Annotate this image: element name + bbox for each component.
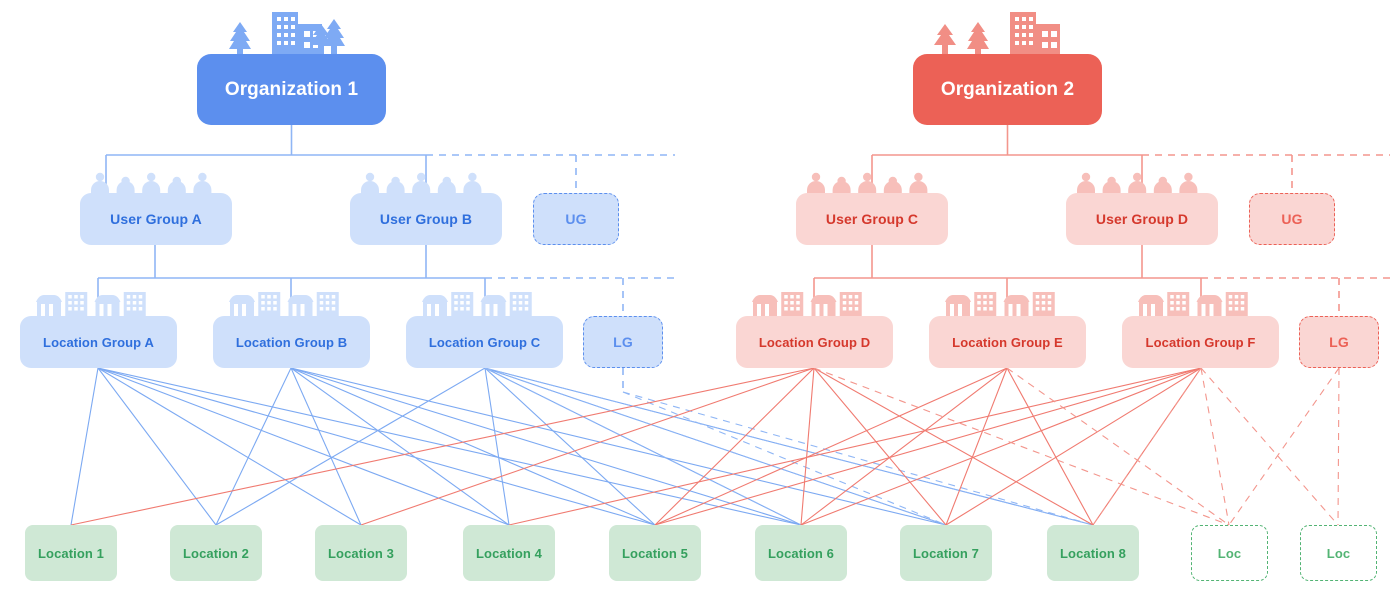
people-group-icon xyxy=(806,171,938,195)
trees-city-icon xyxy=(960,10,1100,56)
location-node-loc1[interactable]: Location 1 xyxy=(25,525,117,581)
location-group-node-lgf[interactable]: Location Group F xyxy=(1122,316,1279,368)
user-group-node-ugd[interactable]: User Group D xyxy=(1066,193,1218,245)
location-placeholder-loc-ghost-1[interactable]: Loc xyxy=(1191,525,1268,581)
organization-node-org2[interactable]: Organization 2 xyxy=(913,54,1102,125)
location-group-node-lgd[interactable]: Location Group D xyxy=(736,316,893,368)
shops-buildings-icon xyxy=(32,288,165,318)
location-node-loc4[interactable]: Location 4 xyxy=(463,525,555,581)
organization-node-org1[interactable]: Organization 1 xyxy=(197,54,386,125)
location-node-loc2[interactable]: Location 2 xyxy=(170,525,262,581)
location-group-node-lgc[interactable]: Location Group C xyxy=(406,316,563,368)
location-group-node-lge[interactable]: Location Group E xyxy=(929,316,1086,368)
city-trees-icon xyxy=(222,10,362,56)
shops-buildings-icon xyxy=(418,288,551,318)
location-group-placeholder-lg-ghost-2[interactable]: LG xyxy=(1299,316,1379,368)
location-node-loc5[interactable]: Location 5 xyxy=(609,525,701,581)
shops-buildings-icon xyxy=(748,288,881,318)
people-group-icon xyxy=(360,171,492,195)
user-group-placeholder-ug-ghost-1[interactable]: UG xyxy=(533,193,619,245)
location-node-loc6[interactable]: Location 6 xyxy=(755,525,847,581)
location-node-loc8[interactable]: Location 8 xyxy=(1047,525,1139,581)
location-placeholder-loc-ghost-2[interactable]: Loc xyxy=(1300,525,1377,581)
location-node-loc7[interactable]: Location 7 xyxy=(900,525,992,581)
shops-buildings-icon xyxy=(1134,288,1267,318)
user-group-placeholder-ug-ghost-2[interactable]: UG xyxy=(1249,193,1335,245)
people-group-icon xyxy=(1076,171,1208,195)
people-group-icon xyxy=(90,171,222,195)
tree-icon xyxy=(926,24,966,56)
location-group-node-lgb[interactable]: Location Group B xyxy=(213,316,370,368)
location-group-node-lga[interactable]: Location Group A xyxy=(20,316,177,368)
location-mesh-connectors xyxy=(70,367,1340,526)
location-node-loc3[interactable]: Location 3 xyxy=(315,525,407,581)
tree-icon xyxy=(302,24,342,56)
user-group-node-ugc[interactable]: User Group C xyxy=(796,193,948,245)
shops-buildings-icon xyxy=(941,288,1074,318)
user-group-node-uga[interactable]: User Group A xyxy=(80,193,232,245)
location-group-placeholder-lg-ghost-1[interactable]: LG xyxy=(583,316,663,368)
user-group-node-ugb[interactable]: User Group B xyxy=(350,193,502,245)
shops-buildings-icon xyxy=(225,288,358,318)
